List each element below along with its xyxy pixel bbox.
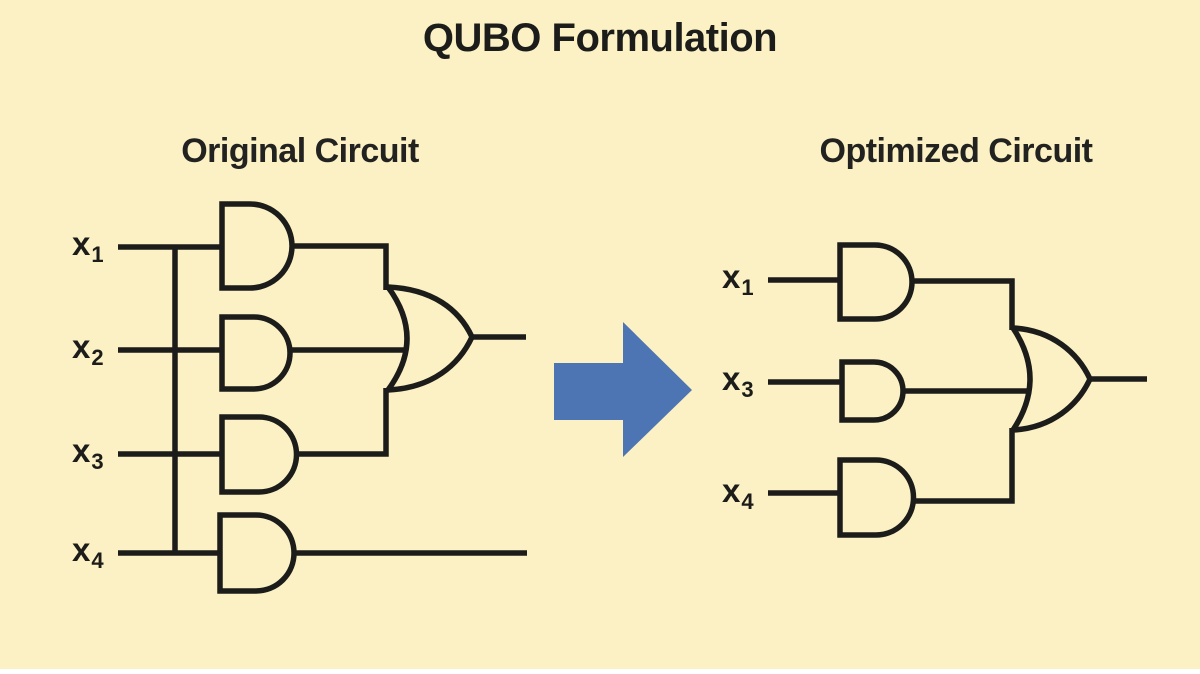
original-input-label-x1: x1 [72, 225, 104, 267]
optimized-circuit-label: Optimized Circuit [819, 132, 1093, 170]
transform-arrow-icon [554, 322, 692, 457]
and-gate-3 [837, 457, 917, 538]
or-gate [385, 284, 475, 393]
or-gate-back [1010, 326, 1033, 432]
or-gate-top-curve [387, 284, 475, 339]
original-input-label-x3: x3 [72, 432, 104, 474]
and-gate-2 [219, 314, 293, 392]
and-gate-4 [217, 512, 297, 594]
original-input-label-x4: x4 [72, 531, 104, 573]
optimized-circuit [768, 242, 1147, 538]
or-gate [1010, 325, 1093, 433]
optimized-input-label-x3: x3 [722, 360, 754, 402]
wire-and1-to-or [291, 243, 389, 290]
and-gate-2 [839, 359, 906, 423]
and-gate-3 [219, 414, 300, 495]
optimized-input-label-x4: x4 [722, 472, 754, 514]
optimized-input-label-x1: x1 [722, 258, 754, 300]
original-circuit-label: Original Circuit [181, 132, 419, 170]
wire-and3-to-or [295, 388, 389, 457]
or-gate-bottom-curve [1012, 377, 1093, 433]
or-gate-back [385, 285, 410, 392]
page-title: QUBO Formulation [422, 16, 778, 60]
wire-and3-to-or [912, 428, 1015, 504]
or-gate-bottom-curve [387, 335, 475, 393]
and-gate-1 [219, 201, 295, 291]
bottom-strip [0, 669, 1200, 674]
and-gate-1 [837, 242, 915, 322]
original-input-label-x2: x2 [72, 328, 104, 370]
wire-and1-to-or [911, 278, 1015, 330]
original-circuit [118, 201, 527, 594]
or-gate-top-curve [1012, 325, 1093, 381]
